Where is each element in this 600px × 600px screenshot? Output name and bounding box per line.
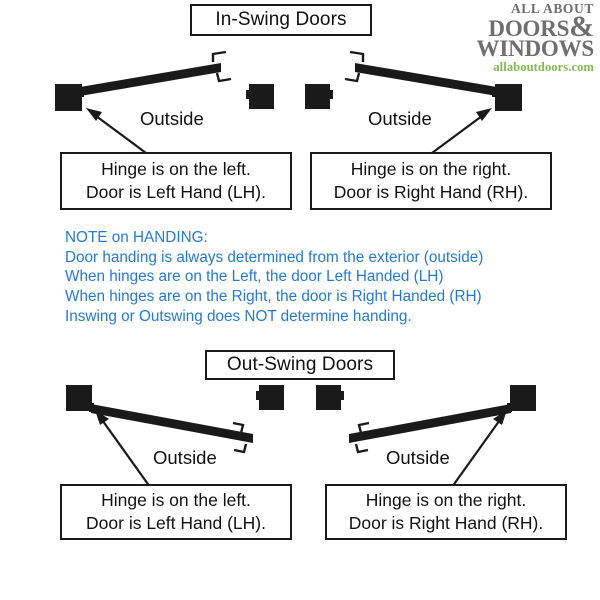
inswing-left-latch-hardware xyxy=(211,50,227,62)
inswing-left-caption-line1: Hinge is on the left. xyxy=(101,158,251,179)
outswing-right-hinge-nub xyxy=(507,403,512,412)
note-line-5: Inswing or Outswing does NOT determine h… xyxy=(65,307,412,325)
logo-website: allaboutdoors.com xyxy=(493,59,594,74)
inswing-right-caption-line2: Door is Right Hand (RH). xyxy=(333,182,529,202)
inswing-right-strike-jamb-block xyxy=(305,84,330,109)
outswing-right-hinge-block xyxy=(510,385,536,411)
outswing-right-callout-arrowhead xyxy=(493,410,507,425)
outswing-right-door-panel xyxy=(349,404,511,443)
outswing-right-caption-box: Hinge is on the right. Door is Right Han… xyxy=(325,484,567,540)
inswing-left-caption-box: Hinge is on the left. Door is Left Hand … xyxy=(60,152,292,210)
inswing-left-callout-arrow-line xyxy=(91,112,147,154)
inswing-right-outside-label: Outside xyxy=(368,108,432,129)
outswing-right-caption-line2: Door is Right Hand (RH). xyxy=(348,513,544,533)
outswing-left-callout-arrowhead xyxy=(95,410,109,425)
brand-logo: ALL ABOUT DOORS& WINDOWS allaboutdoors.c… xyxy=(442,1,595,74)
inswing-left-outside-label: Outside xyxy=(140,108,204,129)
outswing-right-callout-arrow-line xyxy=(451,416,503,488)
inswing-right-latch-hardware-lower xyxy=(344,72,361,83)
note-line-4: When hinges are on the Right, the door i… xyxy=(65,287,482,305)
outswing-right-latch-hardware-lower xyxy=(354,443,369,454)
note-line-1: NOTE on HANDING: xyxy=(65,229,208,246)
inswing-left-door-panel xyxy=(80,63,221,96)
logo-line-windows: WINDOWS xyxy=(476,35,595,61)
inswing-left-strike-jamb-nub xyxy=(246,90,250,99)
inswing-right-callout-arrow-line xyxy=(431,112,487,154)
inswing-right-callout-arrowhead xyxy=(476,108,492,121)
note-line-3: When hinges are on the Left, the door Le… xyxy=(65,268,444,286)
inswing-right-caption-box: Hinge is on the right. Door is Right Han… xyxy=(310,152,552,210)
outswing-left-door-panel xyxy=(91,404,253,443)
inswing-right-hinge-block xyxy=(495,84,522,111)
outswing-right-latch-hardware xyxy=(357,421,370,434)
inswing-right-strike-jamb-nub xyxy=(329,90,333,99)
inswing-left-caption-line2: Door is Left Hand (LH). xyxy=(86,182,266,202)
outswing-right-caption-line1: Hinge is on the right. xyxy=(365,489,527,510)
outswing-left-caption-box: Hinge is on the left. Door is Left Hand … xyxy=(60,484,292,540)
logo-line-all-about: ALL ABOUT xyxy=(510,1,594,16)
inswing-right-caption-line1: Hinge is on the right. xyxy=(350,158,512,179)
outswing-left-hinge-block xyxy=(66,385,92,411)
inswing-left-hinge-block xyxy=(55,84,82,111)
outswing-left-strike-jamb-block xyxy=(259,385,284,410)
inswing-left-strike-jamb-block xyxy=(249,84,274,109)
outswing-left-callout-arrow-line xyxy=(99,416,151,488)
outswing-left-caption-line1: Hinge is on the left. xyxy=(101,489,251,510)
outswing-left-latch-hardware-lower xyxy=(233,443,248,454)
outswing-left-latch-hardware xyxy=(232,421,245,434)
inswing-right-latch-hardware xyxy=(349,50,365,62)
outswing-right-strike-jamb-nub xyxy=(340,391,344,400)
outswing-left-strike-jamb-nub xyxy=(256,391,260,400)
outswing-right-outside-label: Outside xyxy=(386,447,450,468)
inswing-left-callout-arrowhead xyxy=(86,108,102,121)
logo-ampersand: & xyxy=(569,9,594,43)
outswing-left-outside-label: Outside xyxy=(153,447,217,468)
logo-doors-text: DOORS xyxy=(488,15,570,41)
outswing-right-strike-jamb-block xyxy=(316,385,341,410)
inswing-right-door-panel xyxy=(355,63,497,96)
inswing-left-latch-hardware-lower xyxy=(215,72,232,83)
handing-note: NOTE on HANDING: Door handing is always … xyxy=(65,228,483,326)
inswing-right-hinge-nub xyxy=(492,88,497,97)
logo-line-doors: DOORS& xyxy=(442,9,594,43)
note-line-2: Door handing is always determined from t… xyxy=(65,248,484,266)
outswing-left-caption-line2: Door is Left Hand (LH). xyxy=(86,513,266,533)
